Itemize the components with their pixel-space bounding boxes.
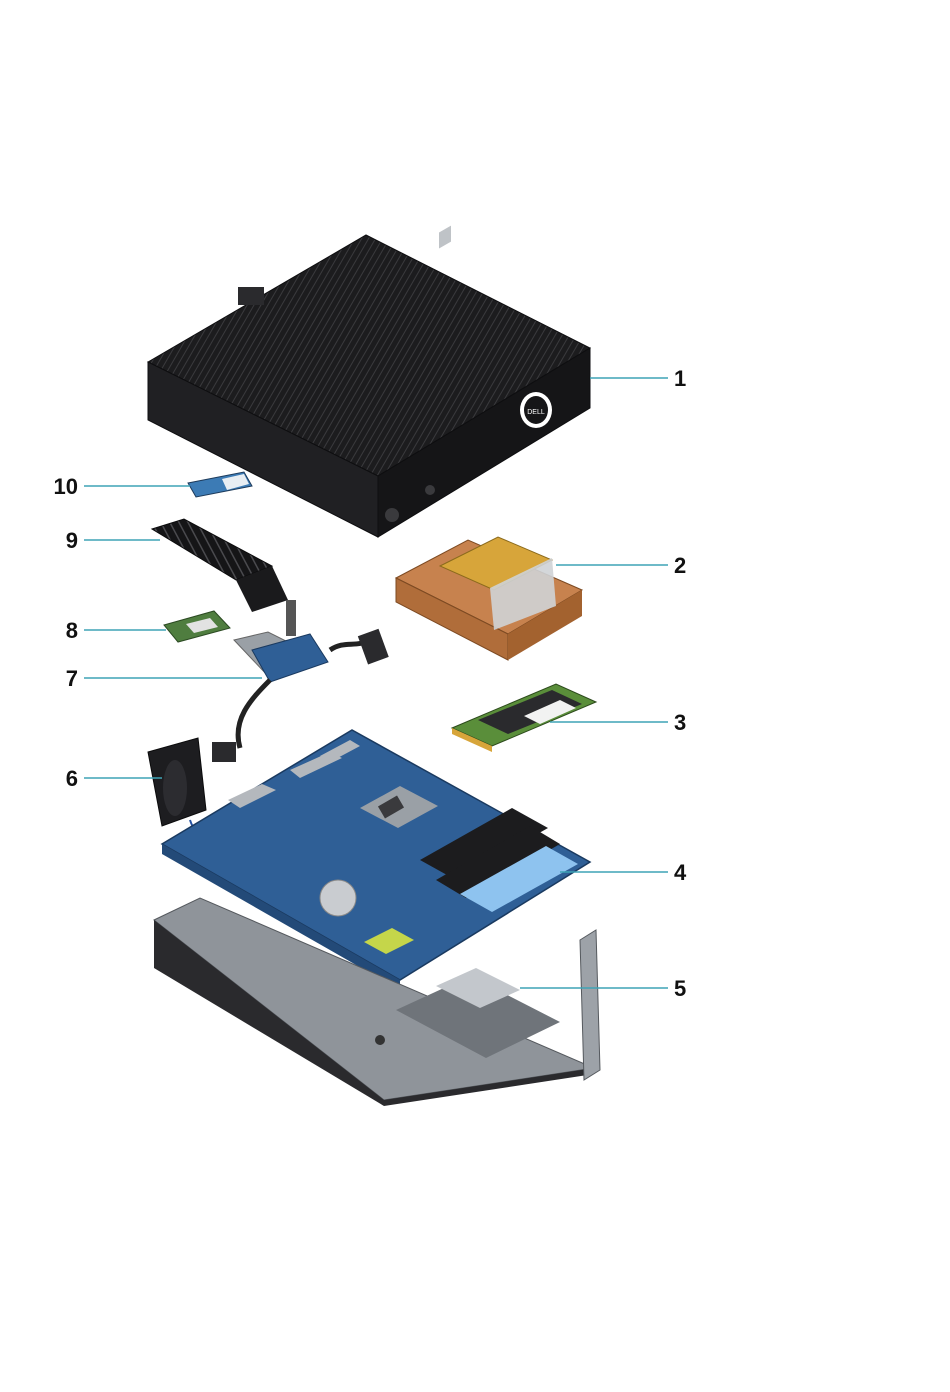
- callout-5: 5: [674, 976, 686, 1002]
- enclosure-logo-text: DELL: [527, 409, 545, 416]
- usb-port-icon: [439, 226, 451, 249]
- callout-2: 2: [674, 553, 686, 579]
- coin-cell-battery-icon: [320, 880, 356, 916]
- part-cpu-heatsink-2: [396, 537, 582, 660]
- callout-6: 6: [38, 766, 78, 792]
- callout-8: 8: [38, 618, 78, 644]
- power-button-icon: [385, 508, 399, 522]
- part-heatsink-9: [152, 519, 296, 636]
- audio-jack-icon: [425, 485, 435, 495]
- callout-3: 3: [674, 710, 686, 736]
- callout-10: 10: [38, 474, 78, 500]
- part-wlan-card-8: [164, 611, 230, 642]
- callout-7: 7: [38, 666, 78, 692]
- part-m2-card-10: [188, 472, 252, 497]
- callout-9: 9: [38, 528, 78, 554]
- callout-1: 1: [674, 366, 686, 392]
- mount-tab: [238, 287, 264, 305]
- part-memory-3: [452, 684, 596, 752]
- callout-4: 4: [674, 860, 686, 886]
